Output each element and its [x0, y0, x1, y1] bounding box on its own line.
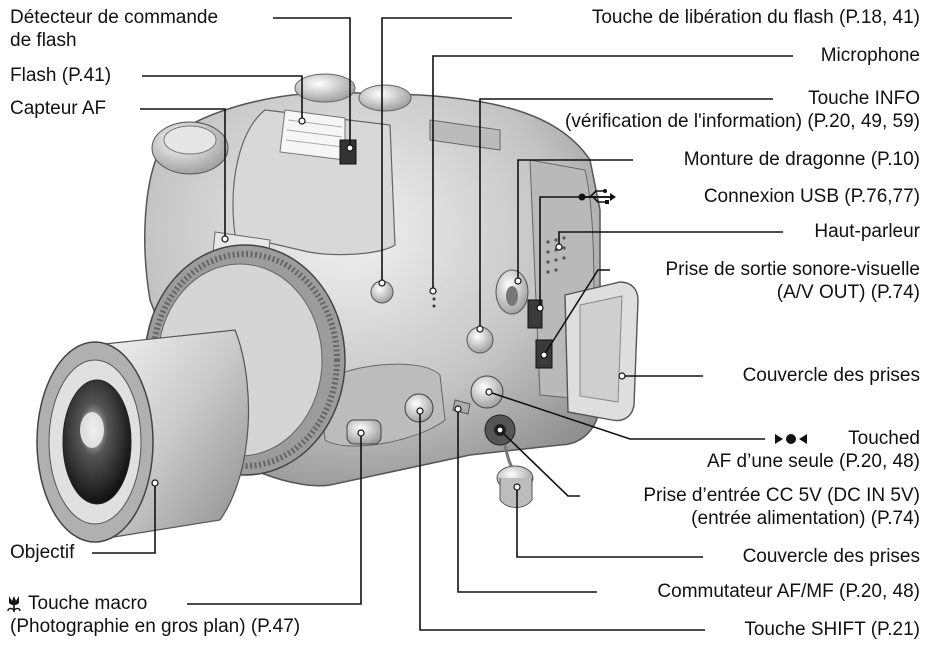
label-detecteur-line2: de flash [10, 30, 77, 51]
speaker-grille [546, 236, 566, 274]
flash-sensor [339, 139, 357, 165]
label-microphone: Microphone [820, 45, 920, 66]
label-prise-av-line1: Prise de sortie sonore-visuelle [665, 259, 920, 280]
label-commutateur-afmf: Commutateur AF/MF (P.20, 48) [657, 581, 920, 602]
label-prise-dc-line2: (entrée alimentation) (P.74) [691, 508, 920, 529]
label-touche-macro-line2: (Photographie en gros plan) (P.47) [10, 616, 301, 637]
camera-illustration [36, 73, 639, 543]
top-dial [294, 73, 356, 103]
label-flash: Flash (P.41) [10, 65, 112, 86]
label-detecteur-line1: Détecteur de commande [10, 7, 219, 28]
label-couvercle-prises-2: Couvercle des prises [742, 546, 920, 567]
label-haut-parleur: Haut-parleur [814, 221, 920, 242]
tulip-icon [7, 596, 21, 612]
label-prise-av-line2: (A/V OUT) (P.74) [776, 282, 920, 303]
label-touche-macro-line1: Touche macro [28, 593, 148, 614]
label-touche-af-line1: Touched [848, 428, 920, 449]
leader-lines [92, 17, 793, 631]
label-touche-af-line2: AF d’une seule (P.20, 48) [706, 451, 920, 472]
label-capteur-af: Capteur AF [10, 98, 107, 119]
usb-icon [578, 189, 616, 204]
label-touche-info-line2: (vérification de l'information) (P.20, 4… [565, 111, 920, 132]
label-couvercle-prises-1: Couvercle des prises [742, 365, 920, 386]
label-connexion-usb: Connexion USB (P.76,77) [703, 186, 920, 207]
label-touche-info-line1: Touche INFO [808, 88, 920, 109]
label-monture-dragonne: Monture de dragonne (P.10) [683, 149, 920, 170]
label-objectif: Objectif [10, 542, 75, 563]
label-prise-dc-line1: Prise d’entrée CC 5V (DC IN 5V) [643, 485, 920, 506]
af-target-icon [775, 434, 807, 444]
label-touche-shift: Touche SHIFT (P.21) [744, 619, 920, 640]
label-touche-liberation-flash: Touche de libération du flash (P.18, 41) [591, 7, 920, 28]
